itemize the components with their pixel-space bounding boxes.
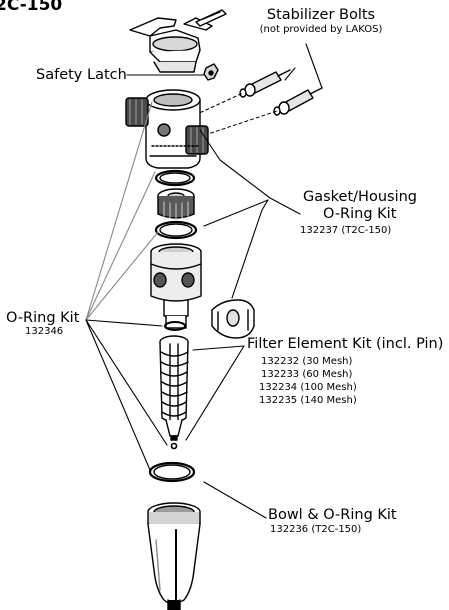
stabilizer-bolt-upper xyxy=(239,69,291,98)
gasket-part-number: 132237 (T2C-150) xyxy=(300,225,392,236)
filter-part-140-mesh: 132235 (140 Mesh) xyxy=(259,395,357,406)
filter-part-60-mesh: 132233 (60 Mesh) xyxy=(261,369,353,380)
handle-lid xyxy=(129,17,213,73)
filter-element xyxy=(159,335,189,450)
bowl xyxy=(147,502,201,610)
safety-latch-part xyxy=(203,63,219,81)
safety-clip xyxy=(211,299,255,339)
stabilizer-bolts-note: (not provided by LAKOS) xyxy=(259,24,383,35)
bowl-part-number: 132236 (T2C-150) xyxy=(270,524,362,535)
housing-o-ring xyxy=(154,220,198,240)
filter-part-30-mesh: 132232 (30 Mesh) xyxy=(261,356,353,367)
filter-part-100-mesh: 132234 (100 Mesh) xyxy=(259,382,357,393)
bowl-oring-kit-label: Bowl & O-Ring Kit xyxy=(268,507,397,523)
safety-latch-label: Safety Latch xyxy=(36,67,127,83)
housing-body xyxy=(125,89,209,169)
gasket-housing-label: Gasket/Housing xyxy=(303,189,417,205)
stabilizer-bolts-label: Stabilizer Bolts xyxy=(266,7,376,23)
oring-kit-label: O-Ring Kit xyxy=(6,310,80,326)
stabilizer-bolt-lower xyxy=(273,87,323,116)
nozzle-insert xyxy=(157,188,195,220)
gasket-ring xyxy=(154,169,196,187)
oring-kit-part-number: 132346 xyxy=(25,326,64,337)
leader-lines xyxy=(85,43,323,519)
filter-element-kit-label: Filter Element Kit (incl. Pin) xyxy=(247,336,444,352)
diagram-title: 2C-150 xyxy=(0,0,63,15)
small-o-ring xyxy=(164,321,186,331)
gasket-oring-label: O-Ring Kit xyxy=(323,206,397,222)
separator-body xyxy=(150,243,202,329)
bowl-o-ring xyxy=(148,461,196,483)
pin-clip xyxy=(195,9,227,27)
